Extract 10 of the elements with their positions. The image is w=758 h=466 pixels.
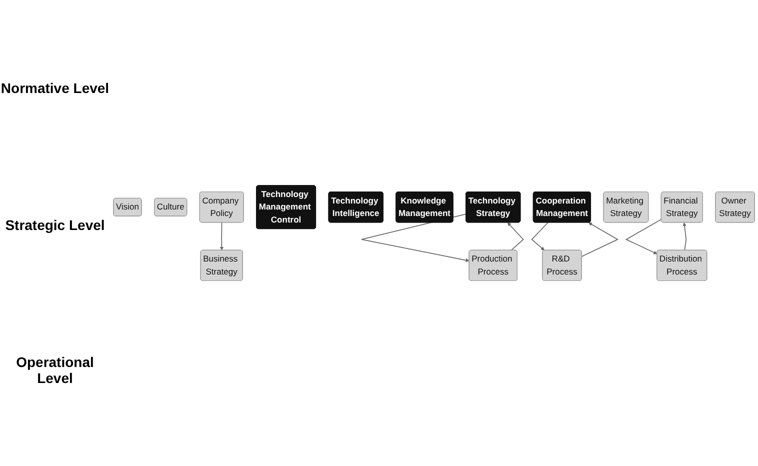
level-label: Strategic Level: [4, 216, 106, 233]
level-label: Operational Level: [15, 354, 95, 386]
arrow: [581, 222, 619, 257]
arrow: [682, 222, 687, 251]
arrow: [361, 214, 470, 262]
level-label: Normative Level: [0, 80, 110, 96]
arrow: [507, 222, 524, 251]
arrow: [625, 218, 662, 254]
arrow: [220, 222, 224, 250]
arrow: [531, 222, 548, 250]
